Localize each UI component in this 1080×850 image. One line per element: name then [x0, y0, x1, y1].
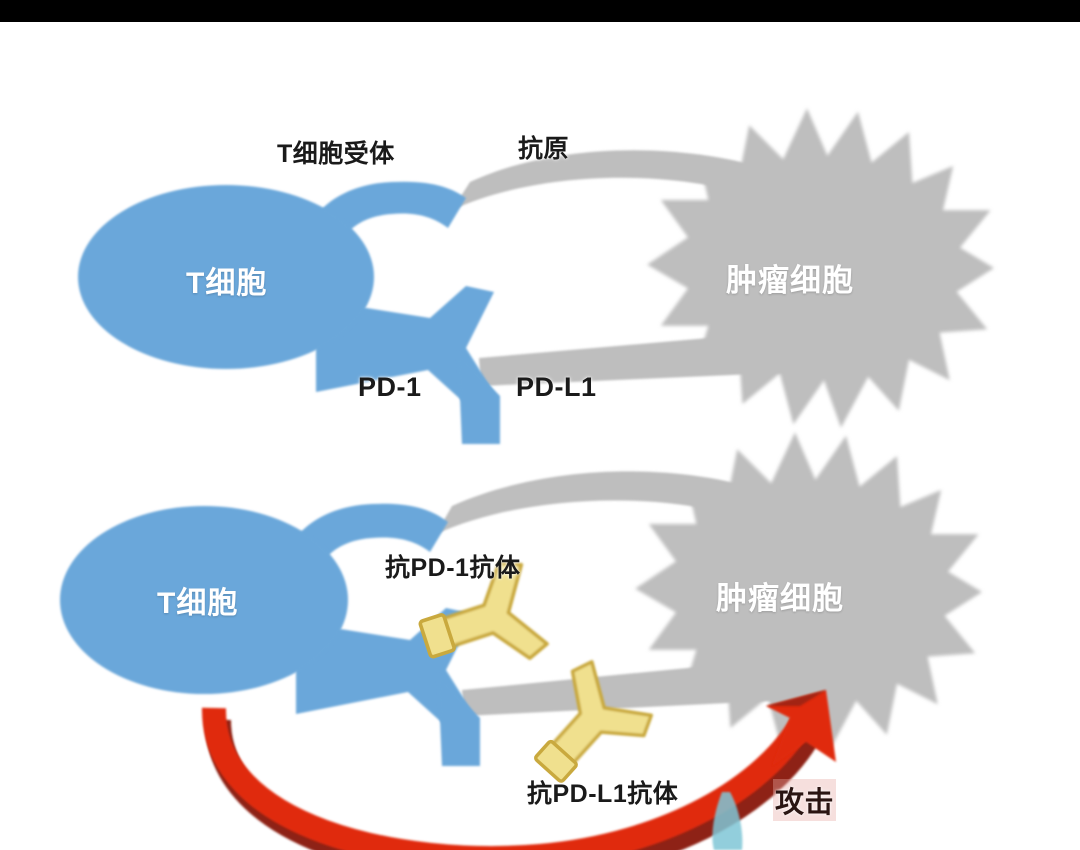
- attack-arrow-head-shadow: [766, 690, 826, 706]
- pd1-stem-bottom: [438, 674, 480, 766]
- label-pd1: PD-1: [358, 372, 422, 402]
- tumor-cell-top: [452, 108, 994, 428]
- pd1-receptor-top: [316, 286, 496, 408]
- attack-arrow-head: [766, 690, 836, 766]
- label-t-cell-bottom: T细胞: [157, 587, 239, 620]
- label-anti-pd1-antibody: 抗PD-1抗体: [385, 554, 521, 582]
- label-tumor-cell-top: 肿瘤细胞: [726, 263, 854, 298]
- t-cell-receptor-bottom: [280, 503, 448, 586]
- pd1-stem-top: [458, 352, 500, 444]
- anti-pdl1-antibody-stem: [534, 739, 578, 783]
- antigen-arm-bottom: [436, 471, 790, 534]
- anti-pd1-antibody-stem: [418, 613, 456, 659]
- panel-top: [78, 108, 994, 444]
- label-anti-pdl1-antibody: 抗PD-L1抗体: [527, 780, 679, 808]
- t-cell-bottom: [60, 503, 480, 766]
- t-cell-receptor-top: [300, 181, 466, 264]
- label-tumor-cell-bottom: 肿瘤细胞: [716, 581, 844, 616]
- tumor-cell-bottom: [436, 432, 982, 752]
- t-cell-top-body: [78, 185, 374, 369]
- attack-arrow-body: [201, 707, 813, 850]
- antibody-anti-pdl1: [534, 660, 654, 783]
- antibody-anti-pd1: [418, 561, 549, 661]
- label-t-cell-top: T细胞: [186, 267, 268, 300]
- label-antigen: 抗原: [518, 135, 570, 163]
- t-cell-bottom-body: [60, 506, 348, 694]
- t-cell-top: [78, 181, 500, 444]
- label-pdl1: PD-L1: [516, 372, 597, 402]
- top-black-bar: [0, 0, 1080, 22]
- label-t-cell-receptor: T细胞受体: [277, 140, 395, 168]
- teal-leaf-accent: [712, 792, 743, 850]
- attack-arrow: [201, 690, 836, 850]
- anti-pd1-antibody-body: [440, 561, 549, 661]
- label-attack: 攻击: [773, 779, 837, 821]
- panel-bottom: [60, 432, 982, 850]
- anti-pdl1-antibody-body: [550, 660, 654, 766]
